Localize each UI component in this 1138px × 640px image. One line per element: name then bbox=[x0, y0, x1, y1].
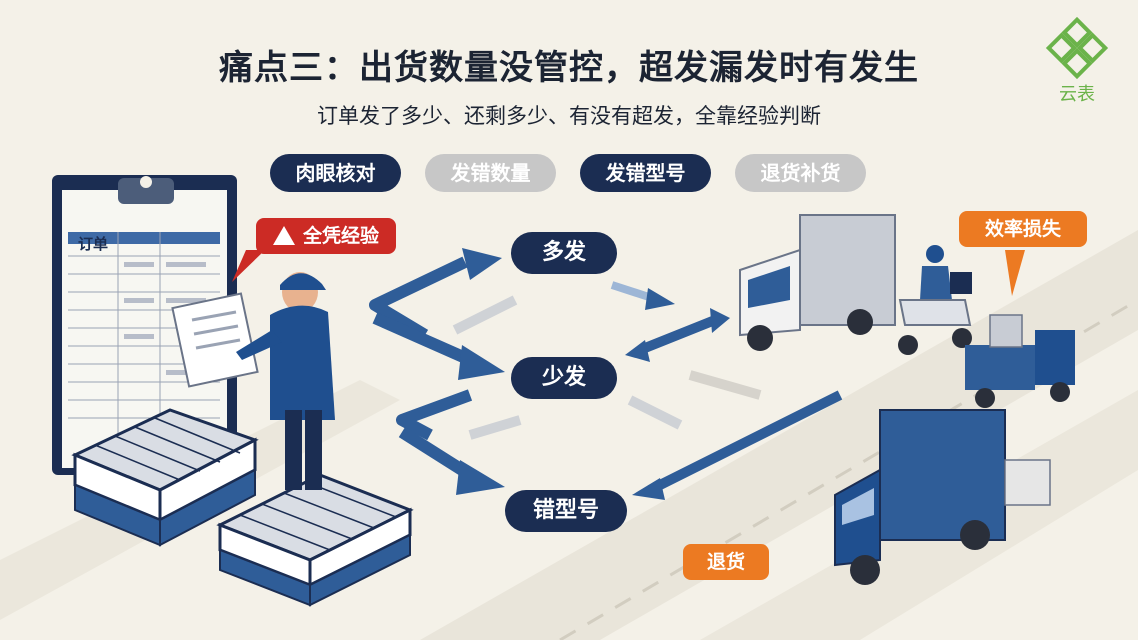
node-under-ship: 少发 bbox=[511, 357, 617, 399]
return-callout: 退货 bbox=[683, 544, 769, 580]
scooter-rider bbox=[898, 245, 972, 355]
experience-callout-label: 全凭经验 bbox=[302, 225, 379, 247]
warning-icon bbox=[272, 226, 295, 245]
page-subtitle: 订单发了多少、还剩多少、有没有超发，全靠经验判断 bbox=[317, 104, 821, 128]
delivery-truck-top bbox=[739, 214, 896, 351]
experience-callout: 全凭经验 bbox=[256, 218, 396, 254]
pallet-stack-left bbox=[71, 408, 259, 547]
tag-visual-check: 肉眼核对 bbox=[270, 154, 401, 192]
tag-wrong-model: 发错型号 bbox=[580, 154, 711, 192]
experience-callout-pointer bbox=[232, 250, 265, 282]
clipboard-heading: 订单 bbox=[78, 235, 109, 253]
small-truck-right bbox=[965, 314, 1075, 408]
logo-text: 云表 bbox=[1059, 84, 1095, 105]
node-over-ship: 多发 bbox=[511, 232, 617, 274]
logo-mark bbox=[1045, 16, 1109, 80]
tag-return-restock: 退货补货 bbox=[735, 154, 866, 192]
tag-wrong-quantity: 发错数量 bbox=[425, 154, 556, 192]
efficiency-loss-callout: 效率损失 bbox=[959, 211, 1087, 247]
page-title: 痛点三：出货数量没管控，超发漏发时有发生 bbox=[219, 48, 919, 88]
worker-figure bbox=[171, 272, 335, 490]
flow-arrows bbox=[369, 248, 843, 500]
efficiency-callout-pointer bbox=[1005, 250, 1025, 296]
pallet-stack-right bbox=[216, 473, 414, 607]
delivery-truck-bottom bbox=[834, 409, 1051, 585]
node-wrong-model: 错型号 bbox=[505, 490, 627, 532]
